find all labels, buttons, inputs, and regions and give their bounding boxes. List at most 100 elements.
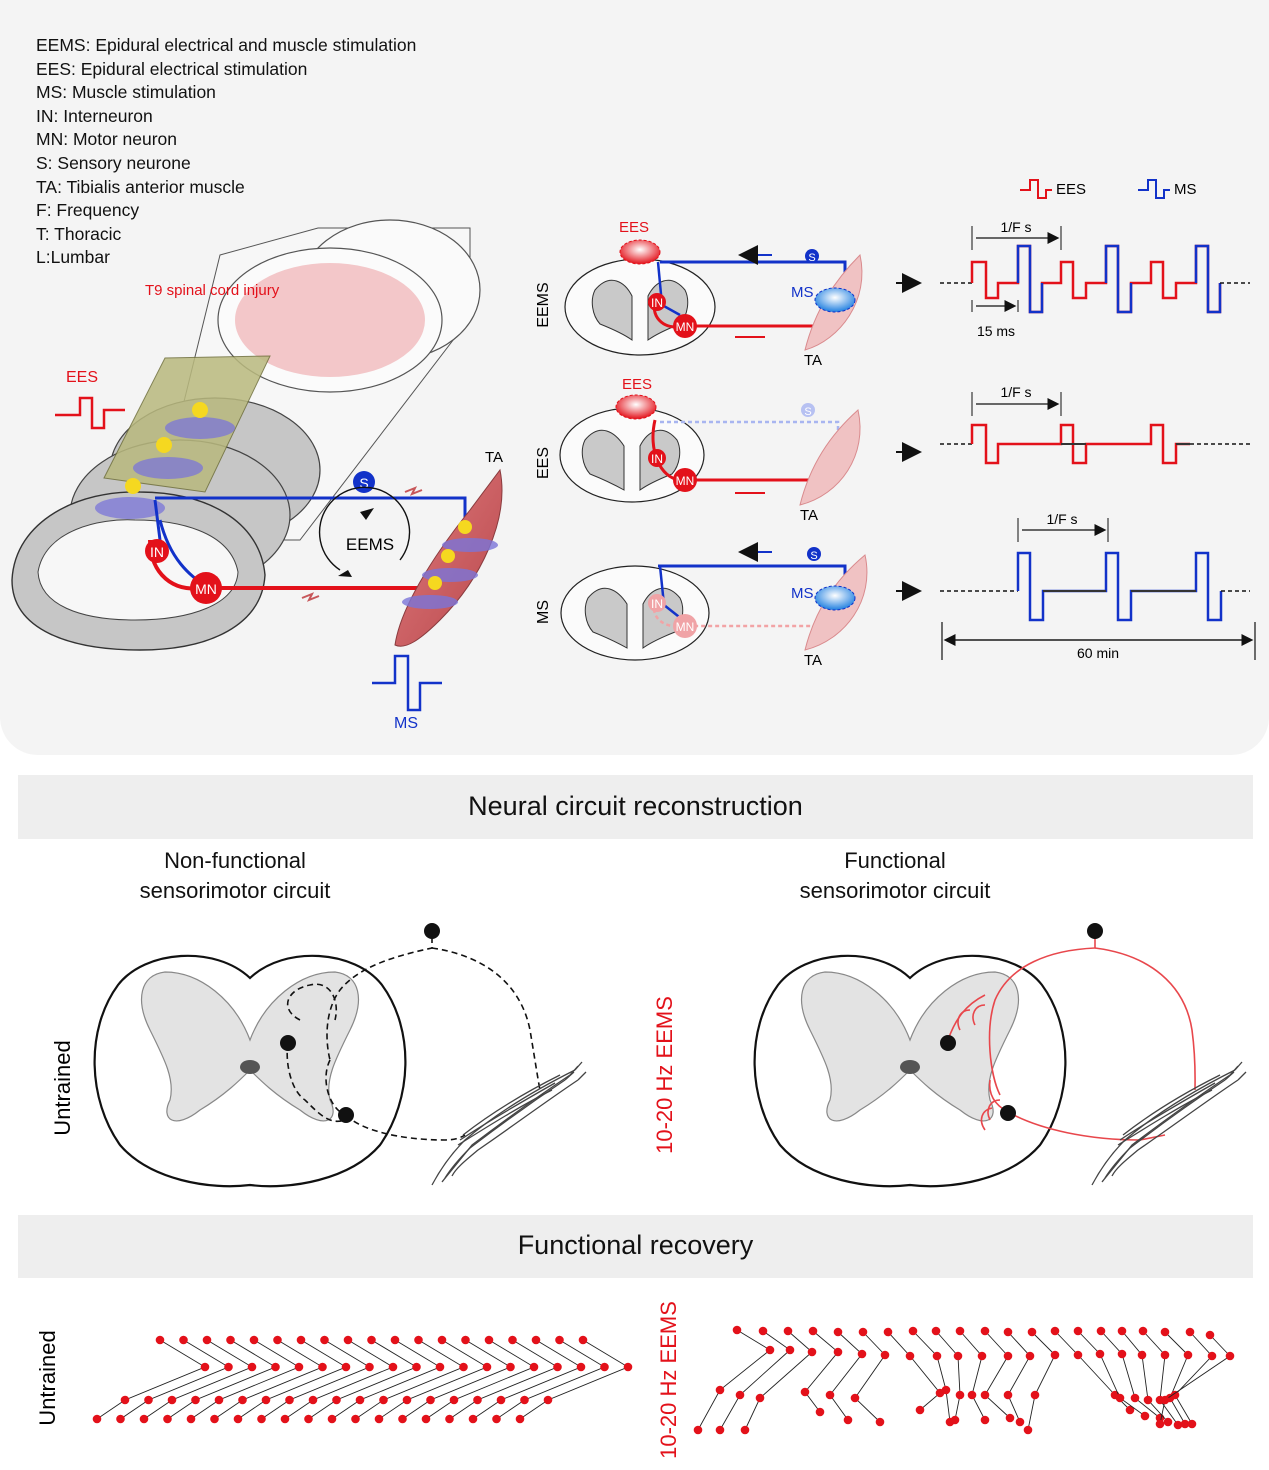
abbreviation-item: T: Thoracic bbox=[36, 223, 122, 244]
joint-marker bbox=[1050, 1326, 1060, 1336]
ees-ees-label: EES bbox=[622, 376, 652, 393]
stick-limb bbox=[261, 1339, 371, 1420]
joint-marker bbox=[1095, 1349, 1105, 1359]
joint-marker bbox=[883, 1327, 893, 1337]
stick-limb bbox=[214, 1339, 324, 1420]
joint-marker bbox=[758, 1326, 768, 1336]
stick-limb bbox=[1054, 1330, 1131, 1411]
joint-marker bbox=[1180, 1419, 1190, 1429]
joint-marker bbox=[1003, 1351, 1013, 1361]
joint-marker bbox=[1160, 1350, 1170, 1360]
motor-neuron: MN bbox=[190, 572, 222, 604]
joint-marker bbox=[210, 1414, 219, 1424]
abbreviation-item: EEMS: Epidural electrical and muscle sti… bbox=[36, 35, 417, 55]
joint-marker bbox=[379, 1395, 388, 1405]
joint-marker bbox=[980, 1415, 990, 1425]
joint-marker bbox=[226, 1335, 235, 1345]
joint-marker bbox=[755, 1393, 765, 1403]
sensory-neuron: S bbox=[353, 471, 375, 493]
joint-marker bbox=[529, 1362, 539, 1372]
joint-marker bbox=[1117, 1326, 1127, 1336]
interneuron-dot bbox=[280, 1035, 296, 1051]
circuit-treatment-label: 10-20 Hz EEMS bbox=[652, 996, 677, 1154]
stick-limb bbox=[402, 1339, 512, 1420]
eems-loop: EEMS bbox=[301, 486, 423, 602]
muscle-fibers bbox=[1091, 1061, 1247, 1186]
joint-marker bbox=[1023, 1425, 1033, 1435]
stick-limb bbox=[143, 1339, 253, 1420]
stick-limb bbox=[1007, 1331, 1031, 1423]
stick-limb bbox=[804, 1330, 839, 1413]
motor-neuron-dot bbox=[1000, 1105, 1016, 1121]
eems-in-label: IN bbox=[651, 296, 663, 310]
joint-marker bbox=[92, 1414, 102, 1424]
stick-limb bbox=[425, 1339, 535, 1420]
stick-limb bbox=[1164, 1331, 1189, 1425]
joint-marker bbox=[1160, 1395, 1170, 1405]
joint-marker bbox=[1027, 1327, 1037, 1337]
joint-marker bbox=[932, 1351, 942, 1361]
joint-marker bbox=[807, 1347, 817, 1357]
stick-limb bbox=[120, 1339, 230, 1420]
joint-marker bbox=[414, 1335, 423, 1345]
joint-marker bbox=[553, 1362, 562, 1372]
eems-ees-label: EES bbox=[619, 219, 649, 236]
joint-marker bbox=[953, 1351, 963, 1361]
joint-marker bbox=[1130, 1393, 1140, 1403]
joint-marker bbox=[435, 1362, 445, 1372]
joint-marker bbox=[1207, 1351, 1217, 1361]
eems-mode-row: EEMS EES S IN MN MS TA bbox=[535, 219, 922, 369]
joint-marker bbox=[343, 1335, 353, 1345]
ms-mode-row: MS S IN MN MS TA bbox=[535, 542, 922, 669]
treated-stick-diagram bbox=[693, 1325, 1235, 1435]
eems-period-label: 1/F s bbox=[1000, 219, 1031, 235]
ta-label: TA bbox=[485, 449, 503, 466]
ees-row-label: EES bbox=[535, 447, 552, 479]
joint-marker bbox=[515, 1414, 525, 1424]
stick-limb bbox=[1027, 1331, 1056, 1431]
loop-label: EEMS bbox=[346, 535, 394, 554]
joint-marker bbox=[905, 1351, 915, 1361]
joint-marker bbox=[506, 1362, 515, 1372]
interneuron: IN bbox=[145, 539, 169, 563]
circuit-reconstruction-banner: Neural circuit reconstruction bbox=[18, 775, 1253, 839]
joint-marker bbox=[445, 1414, 454, 1424]
muscle-fibers bbox=[431, 1061, 587, 1186]
ms-row-label: MS bbox=[535, 600, 552, 624]
joint-marker bbox=[825, 1390, 835, 1400]
joint-marker bbox=[492, 1414, 501, 1424]
joint-marker bbox=[1117, 1349, 1127, 1359]
waveform-legend: EES MS bbox=[1020, 179, 1197, 199]
joint-marker bbox=[1185, 1327, 1195, 1337]
interneuron-dot bbox=[940, 1035, 956, 1051]
joint-marker bbox=[1205, 1330, 1215, 1340]
joint-marker bbox=[732, 1325, 742, 1335]
joint-marker bbox=[271, 1362, 280, 1372]
stick-limb bbox=[519, 1339, 629, 1420]
joint-marker bbox=[1030, 1390, 1040, 1400]
circuit-untrained-label: Untrained bbox=[50, 1040, 75, 1135]
joint-marker bbox=[908, 1326, 918, 1336]
joint-marker bbox=[308, 1395, 318, 1405]
functional-title-line1: Functional bbox=[844, 848, 946, 873]
joint-marker bbox=[167, 1395, 177, 1405]
joint-marker bbox=[296, 1335, 306, 1345]
joint-marker bbox=[1003, 1327, 1013, 1337]
stick-limb bbox=[496, 1339, 606, 1420]
stick-limb bbox=[697, 1329, 771, 1431]
stick-limb bbox=[378, 1339, 488, 1420]
joint-marker bbox=[531, 1335, 541, 1345]
nonfunctional-circuit bbox=[93, 923, 587, 1188]
joint-marker bbox=[1025, 1351, 1035, 1361]
stick-limb bbox=[284, 1339, 394, 1420]
joint-marker bbox=[294, 1362, 304, 1372]
stick-limb bbox=[829, 1331, 863, 1421]
joint-marker bbox=[555, 1335, 564, 1345]
stick-limb bbox=[1077, 1330, 1146, 1417]
joint-marker bbox=[623, 1362, 633, 1372]
t9-injury-zone bbox=[235, 263, 425, 377]
eems-mn-label: MN bbox=[676, 320, 695, 334]
joint-marker bbox=[426, 1395, 435, 1405]
joint-marker bbox=[341, 1362, 351, 1372]
